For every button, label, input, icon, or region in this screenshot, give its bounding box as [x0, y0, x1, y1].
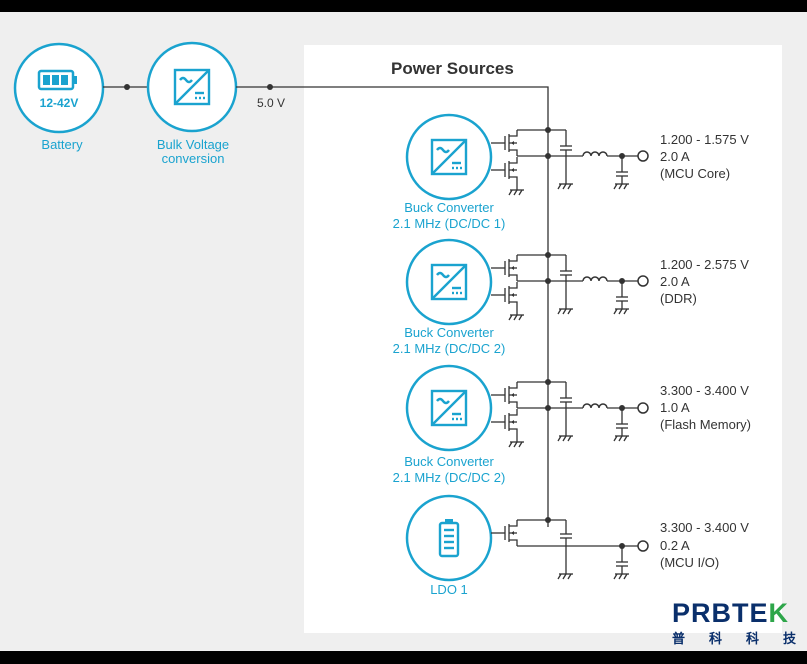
bulk-label-line1: Bulk Voltage	[157, 137, 229, 152]
bottom-bar	[0, 651, 807, 664]
ldo-1-output-load: (MCU I/O)	[660, 555, 719, 570]
ldo-1-output-current: 0.2 A	[660, 538, 690, 553]
converter-1-label-line2: 2.1 MHz (DC/DC 1)	[393, 216, 506, 231]
watermark-char: 普	[672, 632, 686, 647]
converter-3-output-voltage: 3.300 - 3.400 V	[660, 383, 749, 398]
ldo-1-label: LDO 1	[430, 582, 468, 597]
top-bar	[0, 0, 807, 12]
power-sources-panel	[304, 45, 782, 633]
diagram-title: Power Sources	[391, 59, 514, 78]
converter-3-circuit	[491, 379, 649, 448]
bus-line	[236, 84, 549, 527]
bulk-label-line2: conversion	[162, 151, 225, 166]
converter-1-circuit	[491, 127, 649, 196]
converter-2-label-line2: 2.1 MHz (DC/DC 2)	[393, 341, 506, 356]
converter-1-output-voltage: 1.200 - 1.575 V	[660, 132, 749, 147]
converter-1: Buck Converter 2.1 MHz (DC/DC 1)	[393, 113, 749, 231]
converter-2-output-load: (DDR)	[660, 291, 697, 306]
converter-2-output-current: 2.0 A	[660, 274, 690, 289]
watermark-subtitle: 普 科 科 技	[672, 628, 796, 647]
bus-voltage: 5.0 V	[257, 96, 285, 110]
battery-voltage: 12-42V	[40, 96, 79, 110]
watermark-main: PRBTE	[672, 598, 769, 628]
converter-3: Buck Converter 2.1 MHz (DC/DC 2)	[393, 364, 751, 485]
ldo-1: LDO 1 3.300 - 3.400 V 0.2 A (MCU I/O)	[405, 494, 749, 597]
ldo-1-output-voltage: 3.300 - 3.400 V	[660, 520, 749, 535]
converter-1-output-load: (MCU Core)	[660, 166, 730, 181]
battery-label: Battery	[41, 137, 83, 152]
ldo-1-circuit	[491, 517, 649, 580]
converter-3-label-line1: Buck Converter	[404, 454, 494, 469]
watermark-char: 科	[745, 632, 759, 647]
converter-2-circuit	[491, 252, 649, 321]
ldo-icon	[438, 519, 460, 558]
converter-3-output-load: (Flash Memory)	[660, 417, 751, 432]
bulk-conversion-node	[146, 41, 238, 133]
battery-node: 12-42V	[13, 42, 105, 134]
converter-3-label-line2: 2.1 MHz (DC/DC 2)	[393, 470, 506, 485]
converter-1-output-current: 2.0 A	[660, 149, 690, 164]
watermark-char: 科	[708, 632, 722, 647]
watermark-char: 技	[782, 632, 796, 647]
converter-2-label-line1: Buck Converter	[404, 325, 494, 340]
converter-3-output-current: 1.0 A	[660, 400, 690, 415]
watermark-accent: K	[768, 598, 790, 628]
converter-2: Buck Converter 2.1 MHz (DC/DC 2)	[393, 238, 749, 356]
converter-1-label-line1: Buck Converter	[404, 200, 494, 215]
watermark-logo: PRBTEK	[672, 598, 789, 629]
converter-2-output-voltage: 1.200 - 2.575 V	[660, 257, 749, 272]
battery-icon	[37, 69, 77, 91]
